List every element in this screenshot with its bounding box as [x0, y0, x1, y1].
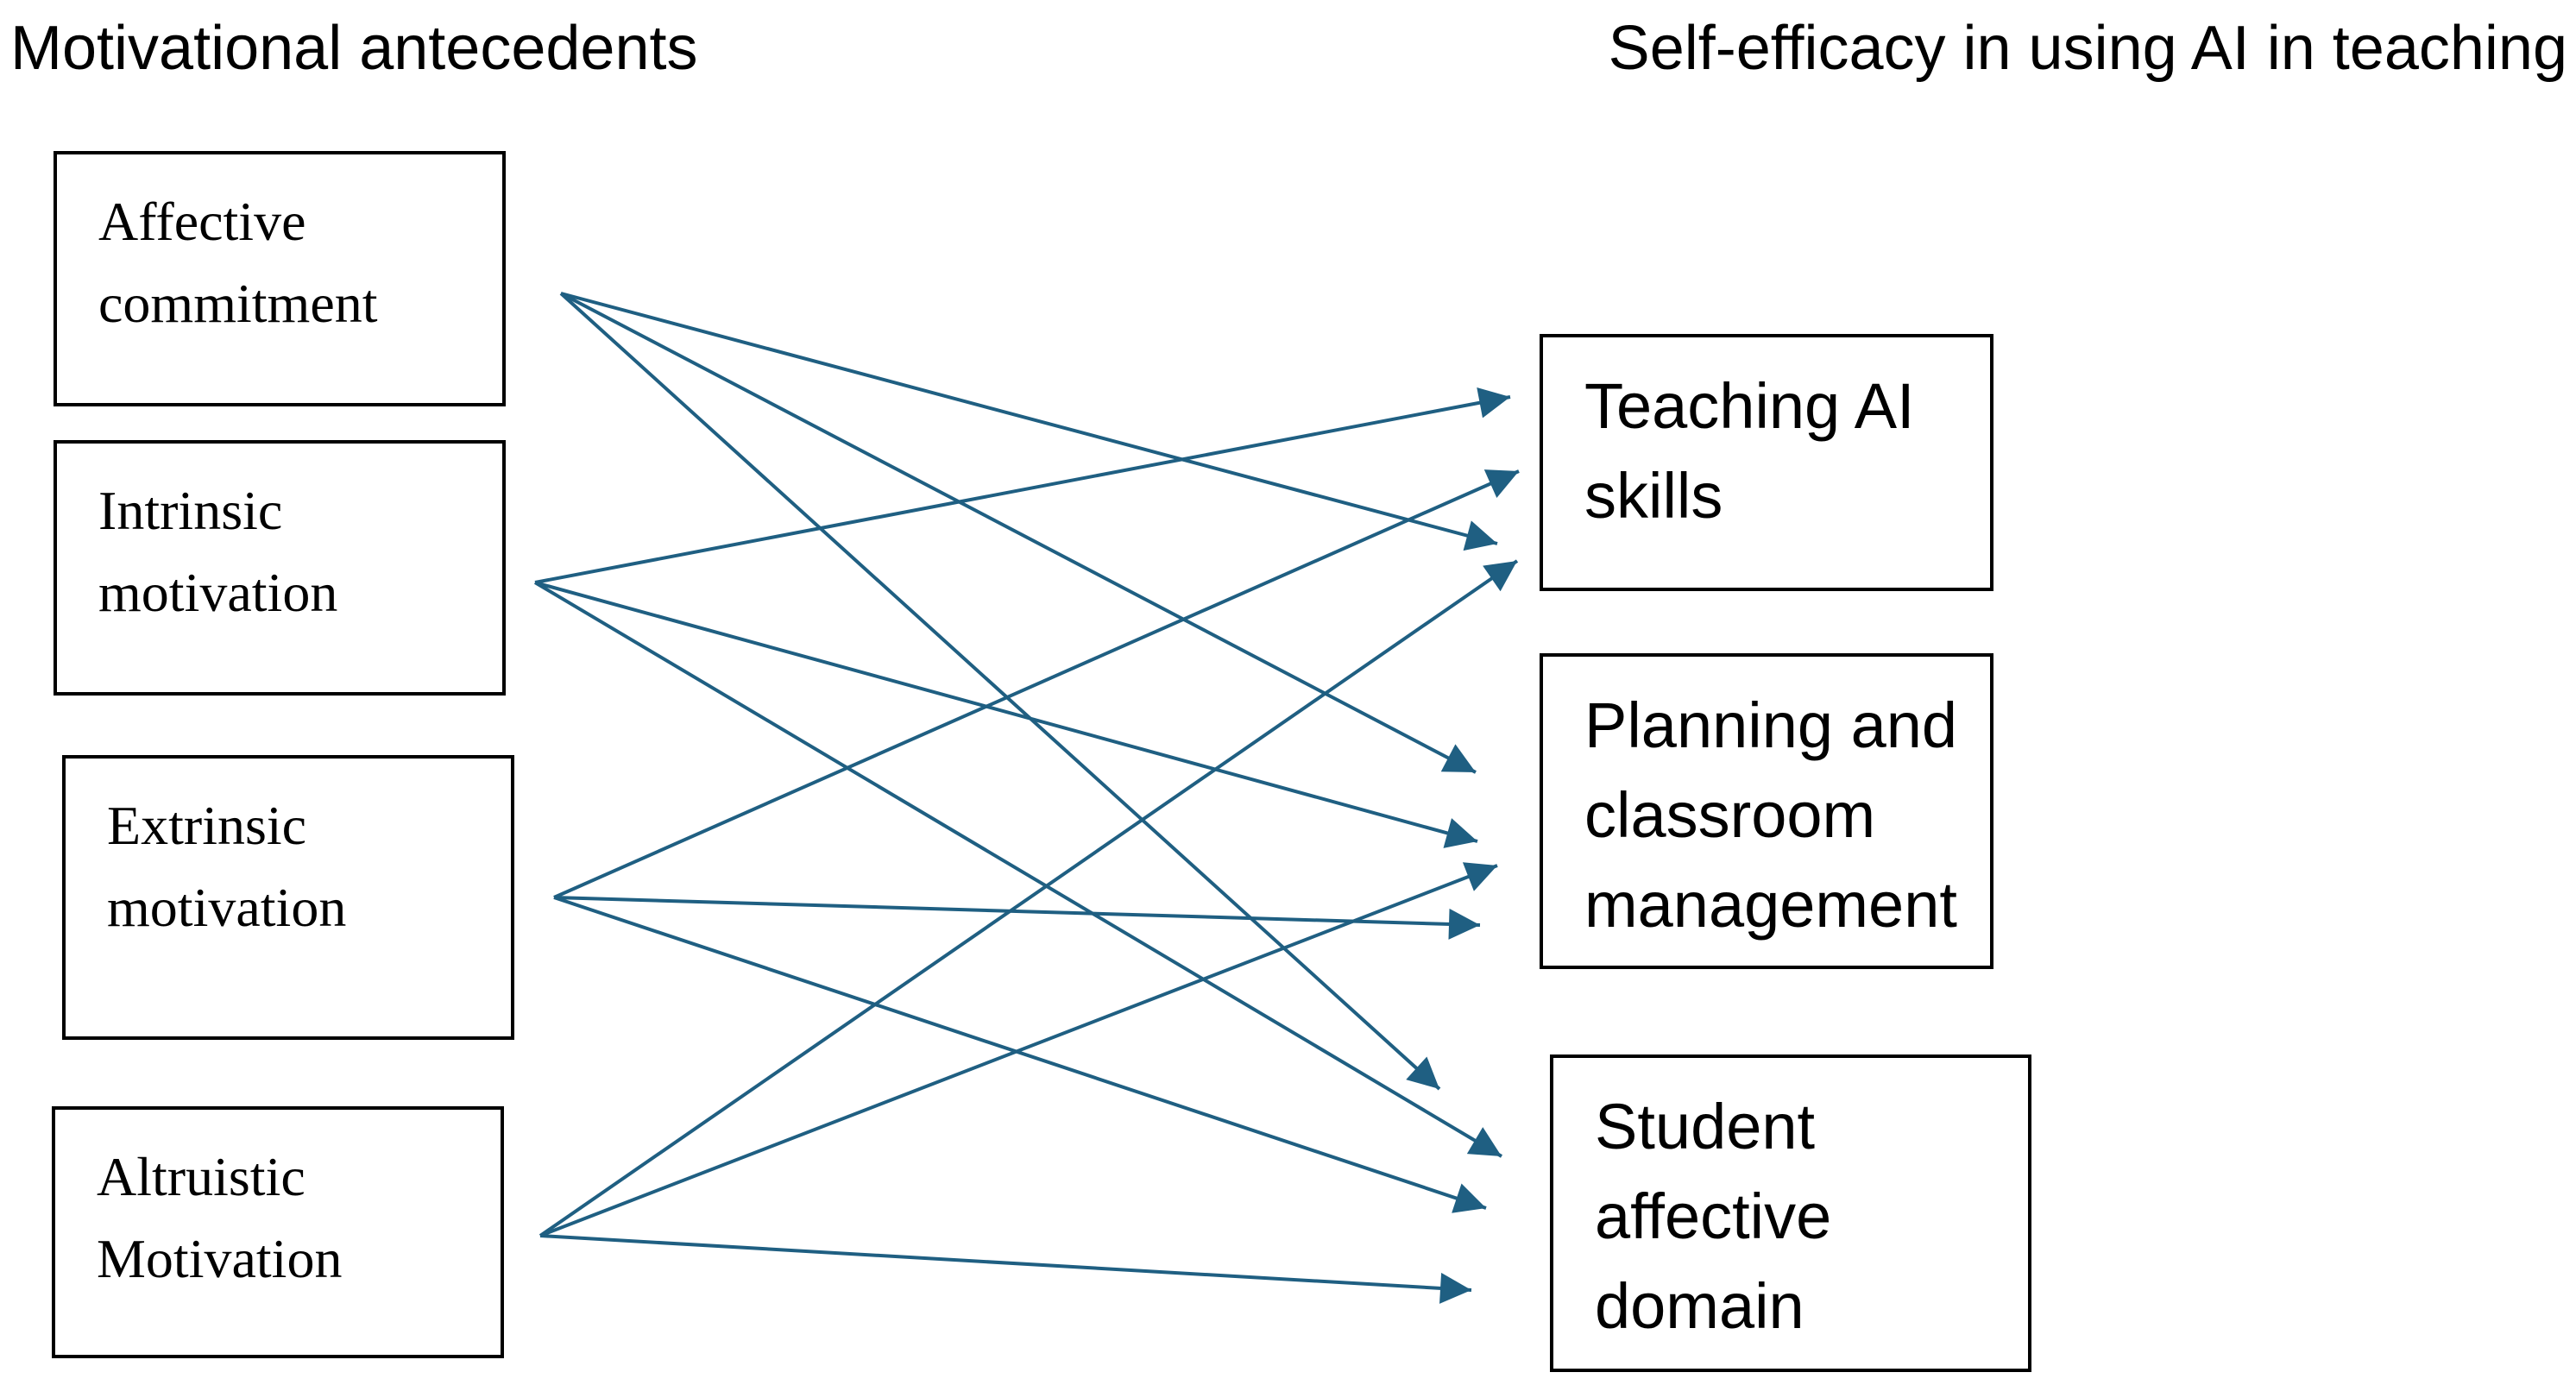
arrow-intrinsic-to-teaching	[534, 387, 1511, 584]
altruistic-motivation-box: Altruistic Motivation	[52, 1106, 504, 1358]
antecedents-heading: Motivational antecedents	[10, 14, 698, 83]
arrow-altruistic-to-student	[539, 1234, 1472, 1304]
arrow-extrinsic-to-teaching	[553, 469, 1520, 899]
teaching-ai-skills-label: Teaching AI skills	[1584, 370, 1915, 532]
teaching-ai-skills-box: Teaching AI skills	[1540, 334, 1993, 591]
arrow-affective-to-teaching	[560, 292, 1498, 551]
arrow-altruistic-to-planning	[539, 862, 1498, 1237]
planning-classroom-management-box: Planning and classroom management	[1540, 653, 1993, 969]
arrow-altruistic-to-teaching	[539, 559, 1519, 1237]
arrow-intrinsic-to-student	[533, 581, 1503, 1158]
student-affective-domain-label: Student affective domain	[1595, 1091, 1832, 1342]
self-efficacy-heading: Self-efficacy in using AI in teaching	[1608, 14, 2567, 83]
arrow-affective-to-planning	[560, 292, 1477, 774]
arrow-extrinsic-to-student	[553, 896, 1487, 1213]
altruistic-motivation-label: Altruistic Motivation	[97, 1146, 343, 1289]
planning-classroom-management-label: Planning and classroom management	[1584, 689, 1958, 941]
extrinsic-motivation-label: Extrinsic motivation	[107, 795, 347, 938]
affective-commitment-box: Affective commitment	[54, 151, 506, 406]
intrinsic-motivation-box: Intrinsic motivation	[54, 440, 506, 696]
arrow-affective-to-student	[559, 292, 1441, 1091]
affective-commitment-label: Affective commitment	[98, 191, 378, 334]
arrow-intrinsic-to-planning	[534, 581, 1478, 848]
student-affective-domain-box: Student affective domain	[1550, 1054, 2031, 1372]
arrow-extrinsic-to-planning	[553, 896, 1481, 940]
intrinsic-motivation-label: Intrinsic motivation	[98, 480, 338, 623]
extrinsic-motivation-box: Extrinsic motivation	[62, 755, 514, 1040]
